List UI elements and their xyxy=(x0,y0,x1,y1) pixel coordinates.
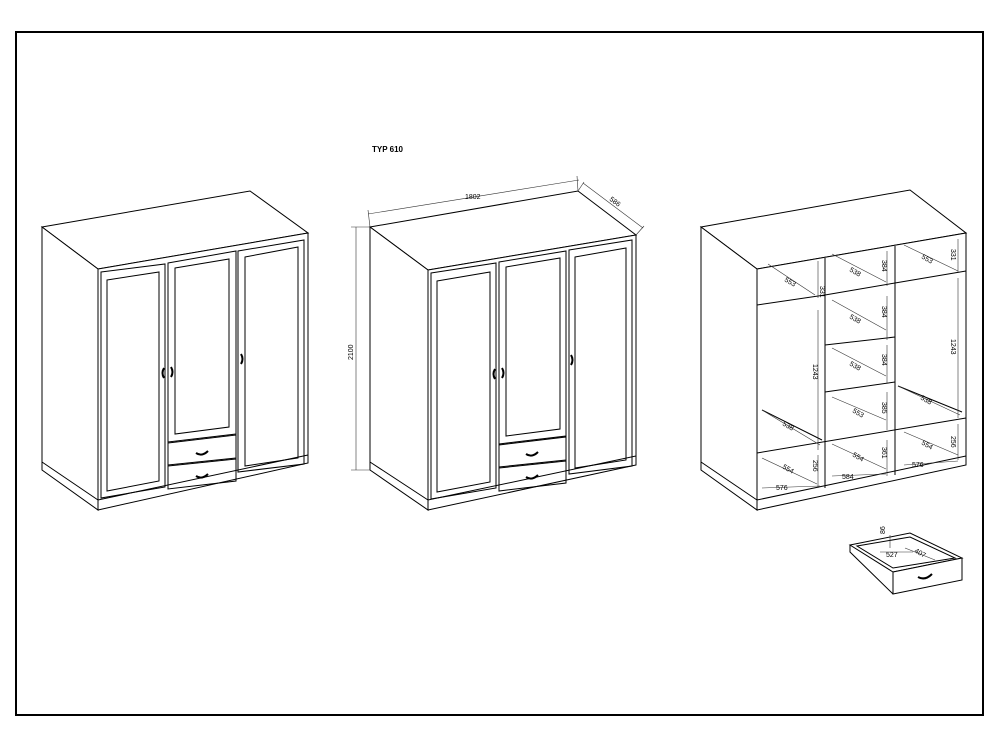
left-top-height: 331 xyxy=(818,286,825,298)
drawer-detail: 86 527 407 xyxy=(848,526,964,595)
drawer-height: 86 xyxy=(880,526,887,534)
shelf-height-3: 384 xyxy=(880,354,887,366)
center-base-height: 361 xyxy=(880,447,887,459)
height-dimension: 2100 xyxy=(348,344,355,360)
right-hanging-height: 1243 xyxy=(949,339,956,355)
center-base-depth: 554 xyxy=(851,452,865,464)
right-base-depth: 554 xyxy=(920,440,934,452)
left-top-depth: 553 xyxy=(783,277,797,289)
shelf-depth-4: 553 xyxy=(851,408,865,420)
left-base-height: 256 xyxy=(811,460,818,472)
right-top-depth: 553 xyxy=(920,254,934,266)
right-top-height: 331 xyxy=(949,249,956,261)
wardrobe-interior-view: 553 331 538 384 538 384 538 384 553 385 … xyxy=(699,189,968,511)
shelf-height-2: 384 xyxy=(880,306,887,318)
left-base-width: 576 xyxy=(776,485,788,492)
width-dimension: 1802 xyxy=(465,194,481,201)
center-base-width: 584 xyxy=(842,474,854,481)
drawer-depth: 407 xyxy=(913,548,927,560)
right-lower-depth: 538 xyxy=(919,395,933,407)
drawing-frame xyxy=(15,31,984,716)
drawing-title: TYP 610 xyxy=(372,145,403,154)
right-base-height: 256 xyxy=(949,436,956,448)
left-hanging-height: 1243 xyxy=(811,364,818,380)
shelf-height-1: 384 xyxy=(880,260,887,272)
wardrobe-dimensioned-view: 1802 586 2100 xyxy=(348,175,645,511)
left-base-depth: 554 xyxy=(781,464,795,476)
drawer-width: 527 xyxy=(886,552,898,559)
shelf-height-4: 385 xyxy=(880,402,887,414)
shelf-depth-1: 538 xyxy=(848,267,862,279)
right-base-width: 576 xyxy=(912,462,924,469)
shelf-depth-2: 538 xyxy=(848,314,862,326)
shelf-depth-3: 538 xyxy=(848,361,862,373)
left-lower-depth: 538 xyxy=(781,421,795,433)
wardrobe-front-view xyxy=(40,190,310,511)
